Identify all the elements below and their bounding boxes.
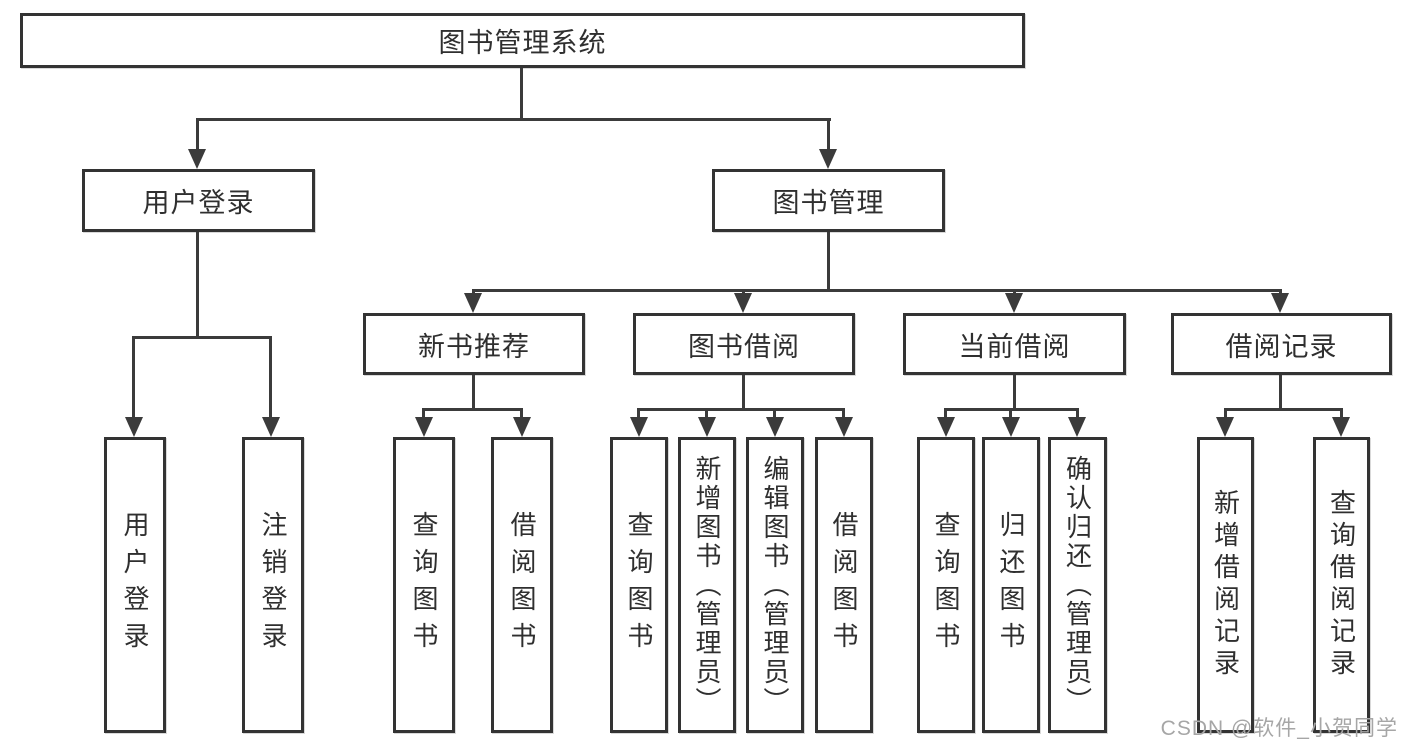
connector-line [1224,408,1343,411]
connector-line [422,408,523,411]
node-label: 图书管理系统 [438,28,607,58]
connector-line [773,408,776,417]
arrowhead-down-icon [937,417,955,437]
arrowhead-down-icon [1002,417,1020,437]
node-label: 确认归还（管理员） [1062,454,1093,716]
node-label: 注销登录 [258,511,288,659]
connector-line [637,408,640,417]
watermark: CSDN @软件_小贺同学 [1160,717,1398,740]
node-label: 编辑图书（管理员） [760,454,790,716]
arrowhead-down-icon [698,417,716,437]
arrowhead-down-icon [1216,417,1234,437]
node-new-book-recommend: 新书推荐 [363,313,585,375]
connector-line [637,408,845,411]
arrowhead-down-icon [819,149,837,169]
leaf-confirm-return-admin: 确认归还（管理员） [1048,437,1107,733]
leaf-borrow-books-recommend: 借阅图书 [491,437,553,733]
arrowhead-down-icon [513,417,531,437]
connector-line [472,375,475,408]
leaf-query-borrow-record: 查询借阅记录 [1313,437,1370,733]
node-borrow-records: 借阅记录 [1171,313,1392,375]
node-label: 查询图书 [409,511,439,659]
leaf-borrow-books-borrow: 借阅图书 [815,437,873,733]
node-label: 图书借阅 [688,331,800,362]
node-label: 借阅图书 [507,511,537,659]
arrowhead-down-icon [464,293,482,313]
node-book-borrow: 图书借阅 [633,313,855,375]
connector-line [827,232,830,289]
connector-line [1076,408,1079,417]
connector-line [472,289,1282,292]
node-label: 新增借阅记录 [1210,489,1241,681]
arrowhead-down-icon [630,417,648,437]
connector-line [1013,375,1016,408]
node-label: 归还图书 [996,511,1026,659]
connector-line [705,408,708,417]
node-label: 用户登录 [120,511,150,659]
node-label: 新增图书（管理员） [692,454,722,716]
connector-line [1340,408,1343,417]
leaf-add-book-admin: 新增图书（管理员） [678,437,736,733]
connector-line [196,232,199,336]
leaf-return-book: 归还图书 [982,437,1040,733]
leaf-query-books-borrow: 查询图书 [610,437,668,733]
node-label: 用户登录 [142,188,255,218]
connector-line [944,408,947,417]
connector-line [520,408,523,417]
leaf-user-login: 用户登录 [104,437,166,733]
connector-line [827,118,830,152]
arrowhead-down-icon [1068,417,1086,437]
arrowhead-down-icon [125,417,143,437]
leaf-add-borrow-record: 新增借阅记录 [1197,437,1254,733]
leaf-logout: 注销登录 [242,437,304,733]
connector-line [842,408,845,417]
node-library-management-system: 图书管理系统 [20,13,1025,68]
node-label: 查询图书 [624,511,654,659]
arrowhead-down-icon [766,417,784,437]
node-user-login: 用户登录 [82,169,315,232]
arrowhead-down-icon [262,417,280,437]
node-label: 借阅图书 [829,511,859,659]
connector-line [132,336,135,417]
connector-line [269,336,272,417]
arrowhead-down-icon [1332,417,1350,437]
leaf-edit-book-admin: 编辑图书（管理员） [746,437,804,733]
arrowhead-down-icon [1271,293,1289,313]
connector-line [196,118,831,121]
node-label: 查询图书 [931,511,961,659]
node-label: 借阅记录 [1225,331,1338,362]
node-label: 新书推荐 [418,331,530,362]
node-label: 图书管理 [772,188,885,218]
connector-line [1009,408,1012,417]
arrowhead-down-icon [188,149,206,169]
node-book-management: 图书管理 [712,169,945,232]
connector-line [1224,408,1227,417]
connector-line [196,118,199,152]
connector-line [520,68,523,118]
node-current-borrow: 当前借阅 [903,313,1126,375]
leaf-query-books-recommend: 查询图书 [393,437,455,733]
connector-line [422,408,425,417]
connector-line [1279,375,1282,408]
arrowhead-down-icon [734,293,752,313]
node-label: 查询借阅记录 [1326,489,1357,681]
node-label: 当前借阅 [958,331,1071,362]
arrowhead-down-icon [1005,293,1023,313]
arrowhead-down-icon [835,417,853,437]
connector-line [132,336,272,339]
arrowhead-down-icon [415,417,433,437]
connector-line [742,375,745,408]
leaf-query-books-current: 查询图书 [917,437,975,733]
